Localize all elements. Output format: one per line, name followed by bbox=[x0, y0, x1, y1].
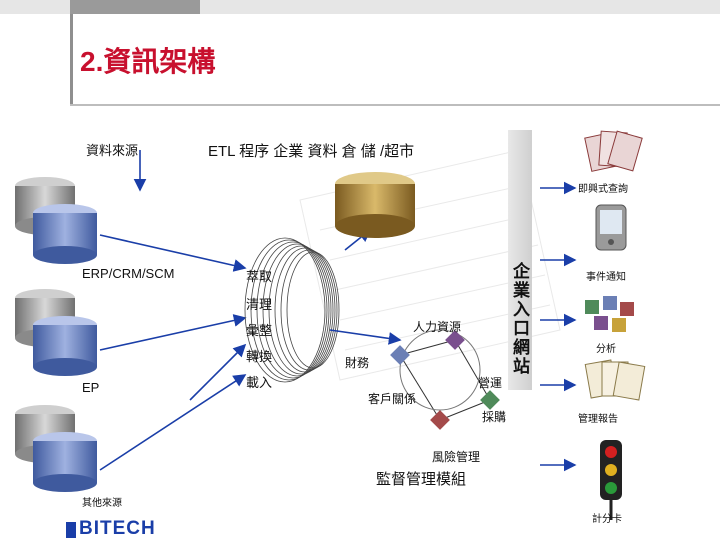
output-label-analysis: 分析 bbox=[596, 344, 616, 355]
output-label-report: 管理報告 bbox=[578, 414, 618, 425]
source-header: 資料來源 bbox=[86, 143, 139, 158]
etl-step-transform: 轉換 bbox=[246, 349, 273, 364]
report-icon bbox=[584, 359, 646, 401]
module-risk: 風險管理 bbox=[432, 450, 481, 464]
output-arrows bbox=[540, 181, 577, 472]
source-label-erp: ERP/CRM/SCM bbox=[82, 266, 175, 281]
source-db-other bbox=[15, 405, 97, 492]
page-title: 2.資訊架構 bbox=[80, 46, 216, 77]
module-cubes bbox=[390, 330, 500, 430]
output-label-scorecard: 計分卡 bbox=[592, 514, 622, 525]
module-procurement: 採購 bbox=[482, 410, 507, 424]
cubes-icon bbox=[585, 296, 634, 332]
source-arrows bbox=[99, 150, 247, 471]
etl-step-aggregate: 彙整 bbox=[246, 323, 273, 338]
data-warehouse-db bbox=[335, 172, 415, 238]
traffic-light-icon bbox=[600, 440, 622, 520]
title-divider bbox=[70, 104, 720, 106]
etl-swirl bbox=[244, 237, 340, 383]
portal-label: 企業入口網站 bbox=[510, 262, 529, 376]
etl-step-clean: 清理 bbox=[246, 297, 273, 312]
etl-header: ETL 程序 企業 資料 倉 儲 /超市 bbox=[208, 143, 415, 160]
module-crm: 客戶關係 bbox=[368, 392, 417, 406]
title-accent-bar bbox=[70, 14, 73, 106]
module-triangle bbox=[399, 329, 491, 421]
output-label-adhoc: 即興式查詢 bbox=[578, 184, 628, 195]
source-db-ep bbox=[15, 289, 97, 376]
etl-step-load: 載入 bbox=[246, 375, 273, 390]
bitech-logo-mark bbox=[66, 522, 76, 538]
etl-step-extract: 萃取 bbox=[246, 269, 273, 284]
source-label-other: 其他來源 bbox=[82, 498, 122, 509]
module-hr: 人力資源 bbox=[413, 320, 462, 334]
module-monitor: 監督管理模組 bbox=[376, 471, 467, 488]
output-label-event: 事件通知 bbox=[586, 272, 626, 283]
bitech-logo: BITECH bbox=[79, 518, 156, 539]
source-db-erp bbox=[15, 177, 97, 264]
portal-bar bbox=[508, 130, 532, 390]
module-finance: 財務 bbox=[345, 356, 370, 370]
source-label-ep: EP bbox=[82, 380, 100, 395]
top-dark-band bbox=[70, 0, 200, 14]
cards-icon bbox=[584, 130, 643, 172]
pda-icon bbox=[595, 204, 627, 251]
module-marketing: 營運 bbox=[478, 376, 503, 390]
